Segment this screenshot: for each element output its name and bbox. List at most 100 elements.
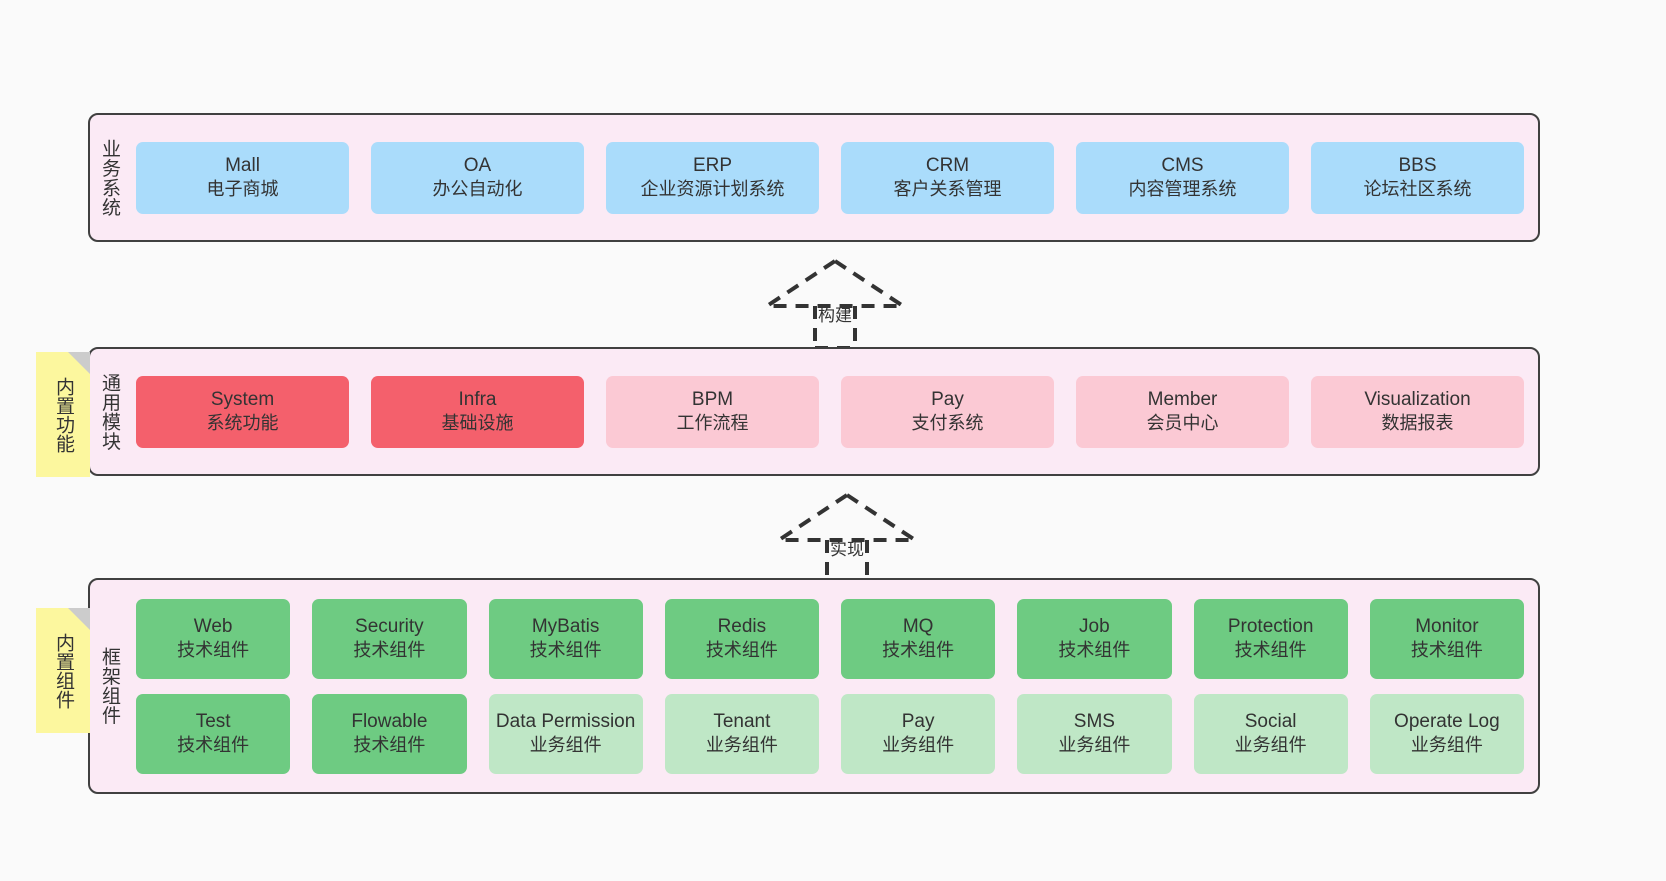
card-subtitle: 数据报表 <box>1381 413 1454 434</box>
card-title: Web <box>193 616 233 637</box>
card-mall[interactable]: Mall 电子商城 <box>136 141 349 214</box>
note-label: 内置组件 <box>53 632 75 709</box>
card-subtitle: 业务组件 <box>1234 735 1307 756</box>
card-system[interactable]: System 系统功能 <box>136 375 349 448</box>
card-subtitle: 技术组件 <box>353 640 426 661</box>
card-title: ERP <box>692 155 733 176</box>
card-title: Protection <box>1227 616 1314 637</box>
card-subtitle: 系统功能 <box>206 413 279 434</box>
card-subtitle: 技术组件 <box>177 640 250 661</box>
card-subtitle: 技术组件 <box>1410 640 1483 661</box>
card-row: Mall 电子商城 OA 办公自动化 ERP 企业资源计划系统 CRM 客户关系… <box>136 141 1524 214</box>
card-member[interactable]: Member 会员中心 <box>1076 375 1289 448</box>
card-title: Infra <box>458 389 497 410</box>
layer-title-business-systems: 业务系统 <box>99 138 121 217</box>
card-bbs[interactable]: BBS 论坛社区系统 <box>1311 141 1524 214</box>
card-pay-business[interactable]: Pay 业务组件 <box>841 693 996 774</box>
card-subtitle: 业务组件 <box>529 735 602 756</box>
card-crm[interactable]: CRM 客户关系管理 <box>841 141 1054 214</box>
card-web[interactable]: Web 技术组件 <box>136 598 291 679</box>
card-title: Test <box>195 711 231 732</box>
card-subtitle: 业务组件 <box>882 735 955 756</box>
layer-common-modules: 通用模块 System 系统功能 Infra 基础设施 BPM 工作流程 Pay… <box>88 347 1540 476</box>
card-title: MyBatis <box>531 616 600 637</box>
card-subtitle: 技术组件 <box>529 640 602 661</box>
card-title: Social <box>1244 711 1297 732</box>
card-subtitle: 业务组件 <box>705 735 778 756</box>
card-title: CRM <box>925 155 970 176</box>
note-builtin-functions: 内置功能 <box>36 352 90 477</box>
card-mybatis[interactable]: MyBatis 技术组件 <box>488 598 643 679</box>
card-infra[interactable]: Infra 基础设施 <box>371 375 584 448</box>
card-cms[interactable]: CMS 内容管理系统 <box>1076 141 1289 214</box>
card-redis[interactable]: Redis 技术组件 <box>664 598 819 679</box>
note-builtin-components: 内置组件 <box>36 608 90 733</box>
card-title: Operate Log <box>1394 711 1500 732</box>
note-fold-icon <box>68 352 90 374</box>
layer-body-common-modules: System 系统功能 Infra 基础设施 BPM 工作流程 Pay 支付系统… <box>128 349 1538 474</box>
card-operate-log[interactable]: Operate Log 业务组件 <box>1369 693 1524 774</box>
layer-body-framework-components: Web 技术组件 Security 技术组件 MyBatis 技术组件 Redi… <box>128 580 1538 792</box>
card-title: Job <box>1079 616 1110 637</box>
card-title: Tenant <box>713 711 771 732</box>
card-subtitle: 业务组件 <box>1410 735 1483 756</box>
card-social[interactable]: Social 业务组件 <box>1193 693 1348 774</box>
card-monitor[interactable]: Monitor 技术组件 <box>1369 598 1524 679</box>
layer-business-systems: 业务系统 Mall 电子商城 OA 办公自动化 ERP 企业资源计划系统 CRM… <box>88 113 1540 242</box>
card-title: Flowable <box>351 711 428 732</box>
card-subtitle: 业务组件 <box>1058 735 1131 756</box>
card-title: SMS <box>1073 711 1115 732</box>
connector-realize-arrow: 实现 <box>772 492 922 584</box>
connector-label: 构建 <box>818 306 852 325</box>
layer-framework-components: 框架组件 Web 技术组件 Security 技术组件 MyBatis 技术组件… <box>88 578 1540 794</box>
card-title: System <box>210 389 275 410</box>
layer-title-common-modules: 通用模块 <box>99 372 121 451</box>
card-subtitle: 技术组件 <box>353 735 426 756</box>
card-subtitle: 技术组件 <box>177 735 250 756</box>
note-fold-icon <box>68 608 90 630</box>
card-subtitle: 技术组件 <box>882 640 955 661</box>
card-job[interactable]: Job 技术组件 <box>1017 598 1172 679</box>
card-mq[interactable]: MQ 技术组件 <box>841 598 996 679</box>
connector-label: 实现 <box>830 540 864 559</box>
card-subtitle: 基础设施 <box>441 413 514 434</box>
card-protection[interactable]: Protection 技术组件 <box>1193 598 1348 679</box>
card-visualization[interactable]: Visualization 数据报表 <box>1311 375 1524 448</box>
card-flowable[interactable]: Flowable 技术组件 <box>312 693 467 774</box>
card-title: CMS <box>1161 155 1204 176</box>
card-data-permission[interactable]: Data Permission 业务组件 <box>488 693 643 774</box>
card-subtitle: 工作流程 <box>676 413 749 434</box>
card-title: OA <box>463 155 492 176</box>
card-row: System 系统功能 Infra 基础设施 BPM 工作流程 Pay 支付系统… <box>136 375 1524 448</box>
card-row: Web 技术组件 Security 技术组件 MyBatis 技术组件 Redi… <box>136 598 1524 679</box>
card-tenant[interactable]: Tenant 业务组件 <box>664 693 819 774</box>
note-label: 内置功能 <box>53 376 75 453</box>
card-test[interactable]: Test 技术组件 <box>136 693 291 774</box>
card-subtitle: 内容管理系统 <box>1128 179 1237 200</box>
card-title: Mall <box>225 155 260 176</box>
card-title: Redis <box>717 616 767 637</box>
card-subtitle: 支付系统 <box>911 413 984 434</box>
card-title: Security <box>355 616 424 637</box>
arrow-head-triangle <box>760 258 910 308</box>
card-subtitle: 电子商城 <box>206 179 279 200</box>
card-sms[interactable]: SMS 业务组件 <box>1017 693 1172 774</box>
card-title: BBS <box>1398 155 1437 176</box>
layer-body-business-systems: Mall 电子商城 OA 办公自动化 ERP 企业资源计划系统 CRM 客户关系… <box>128 115 1538 240</box>
connector-build-arrow: 构建 <box>760 258 910 350</box>
card-oa[interactable]: OA 办公自动化 <box>371 141 584 214</box>
card-title: Member <box>1147 389 1218 410</box>
card-subtitle: 技术组件 <box>1234 640 1307 661</box>
card-title: Visualization <box>1364 389 1471 410</box>
card-subtitle: 论坛社区系统 <box>1363 179 1472 200</box>
card-title: Monitor <box>1415 616 1479 637</box>
card-pay[interactable]: Pay 支付系统 <box>841 375 1054 448</box>
card-title: Data Permission <box>495 711 636 732</box>
card-subtitle: 办公自动化 <box>432 179 523 200</box>
card-title: Pay <box>931 389 964 410</box>
card-row: Test 技术组件 Flowable 技术组件 Data Permission … <box>136 693 1524 774</box>
card-security[interactable]: Security 技术组件 <box>312 598 467 679</box>
card-erp[interactable]: ERP 企业资源计划系统 <box>606 141 819 214</box>
card-bpm[interactable]: BPM 工作流程 <box>606 375 819 448</box>
layer-title-framework-components: 框架组件 <box>99 647 121 725</box>
